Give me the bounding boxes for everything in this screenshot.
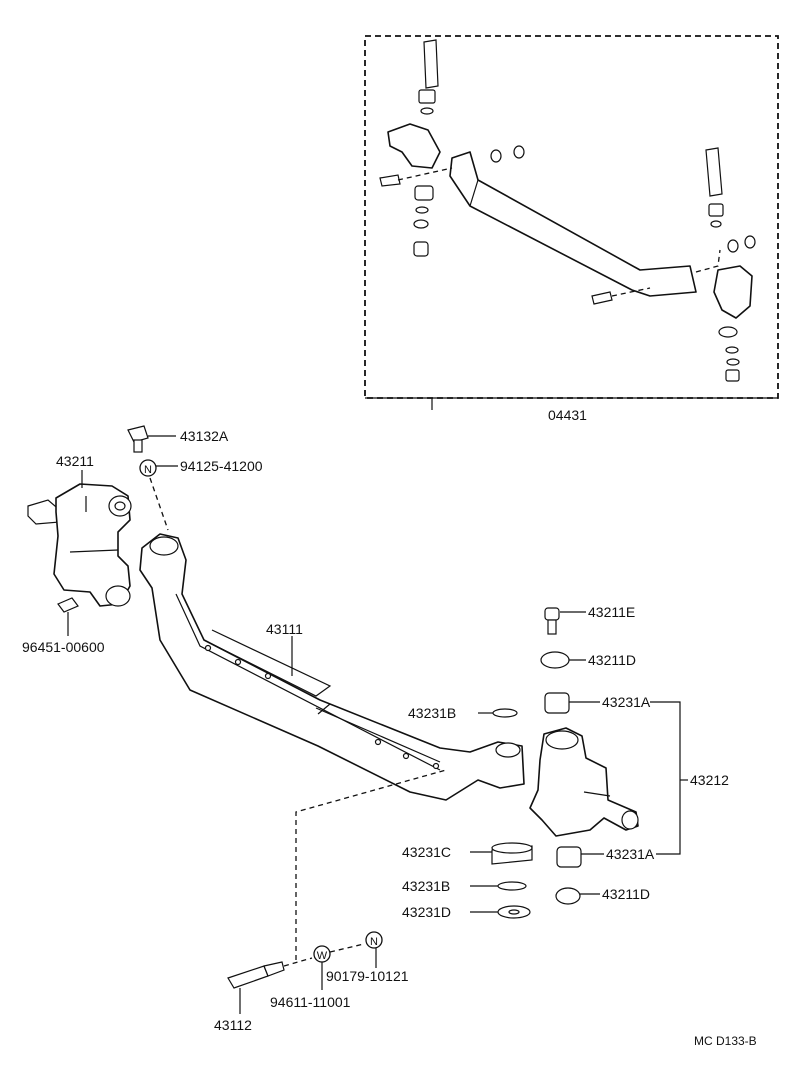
nut-badge-bottom: N xyxy=(365,931,383,949)
label-axle-beam: 43111 xyxy=(266,621,303,637)
pin xyxy=(227,965,269,989)
label-knuckle-right: 43212 xyxy=(690,772,729,788)
label-bolt-top: 43132A xyxy=(180,428,229,444)
label-nut-top: 94125-41200 xyxy=(180,458,263,474)
bushing-upper xyxy=(544,692,570,714)
seal-upper xyxy=(492,708,518,718)
kit-kingpin-right xyxy=(705,147,723,197)
nut-badge-top: N xyxy=(139,459,157,477)
bolt-top xyxy=(127,425,149,453)
guide-nut-top xyxy=(149,477,169,531)
leader-lines xyxy=(67,397,778,1014)
svg-text:W: W xyxy=(317,950,328,962)
bushing-lower xyxy=(556,846,582,868)
bracket-43212 xyxy=(650,701,681,855)
guide-pin xyxy=(295,769,447,960)
axle-beam xyxy=(139,533,525,801)
label-plug-lower: 43211D xyxy=(602,886,650,902)
plug-lower xyxy=(555,887,581,905)
label-grease-right: 43211E xyxy=(588,604,635,620)
label-bearing-c: 43231C xyxy=(402,844,451,860)
label-seal-lower: 43231B xyxy=(402,878,450,894)
label-kit-ref: 04431 xyxy=(548,407,587,423)
kit-axle-beam xyxy=(449,151,697,297)
label-knuckle-left: 43211 xyxy=(56,453,94,469)
washer-badge: W xyxy=(313,945,331,963)
kit-knuckle-right xyxy=(713,265,753,319)
label-washer: 94611-11001 xyxy=(270,994,351,1010)
grease-fitting-right xyxy=(544,607,560,635)
label-bushing-upper: 43231A xyxy=(602,694,651,710)
knuckle-left xyxy=(27,483,132,607)
label-shim-d: 43231D xyxy=(402,904,451,920)
label-washer-nut: 90179-10121 xyxy=(326,968,409,984)
label-diagram-code: MC D133-B xyxy=(694,1034,757,1048)
kit-kingpin-left xyxy=(423,39,439,89)
label-grease-left: 96451-00600 xyxy=(22,639,105,655)
plug-upper xyxy=(540,651,570,669)
kit-knuckle-left xyxy=(387,123,441,169)
grease-fitting-left xyxy=(57,597,79,613)
label-bushing-lower: 43231A xyxy=(606,846,655,862)
svg-text:N: N xyxy=(144,464,152,476)
seal-lower xyxy=(497,881,527,891)
kit-inset-box xyxy=(364,35,779,399)
knuckle-right xyxy=(529,727,639,837)
label-seal-upper: 43231B xyxy=(408,705,456,721)
label-plug-upper: 43211D xyxy=(588,652,636,668)
label-pin: 43112 xyxy=(214,1017,252,1033)
svg-text:N: N xyxy=(370,936,378,948)
